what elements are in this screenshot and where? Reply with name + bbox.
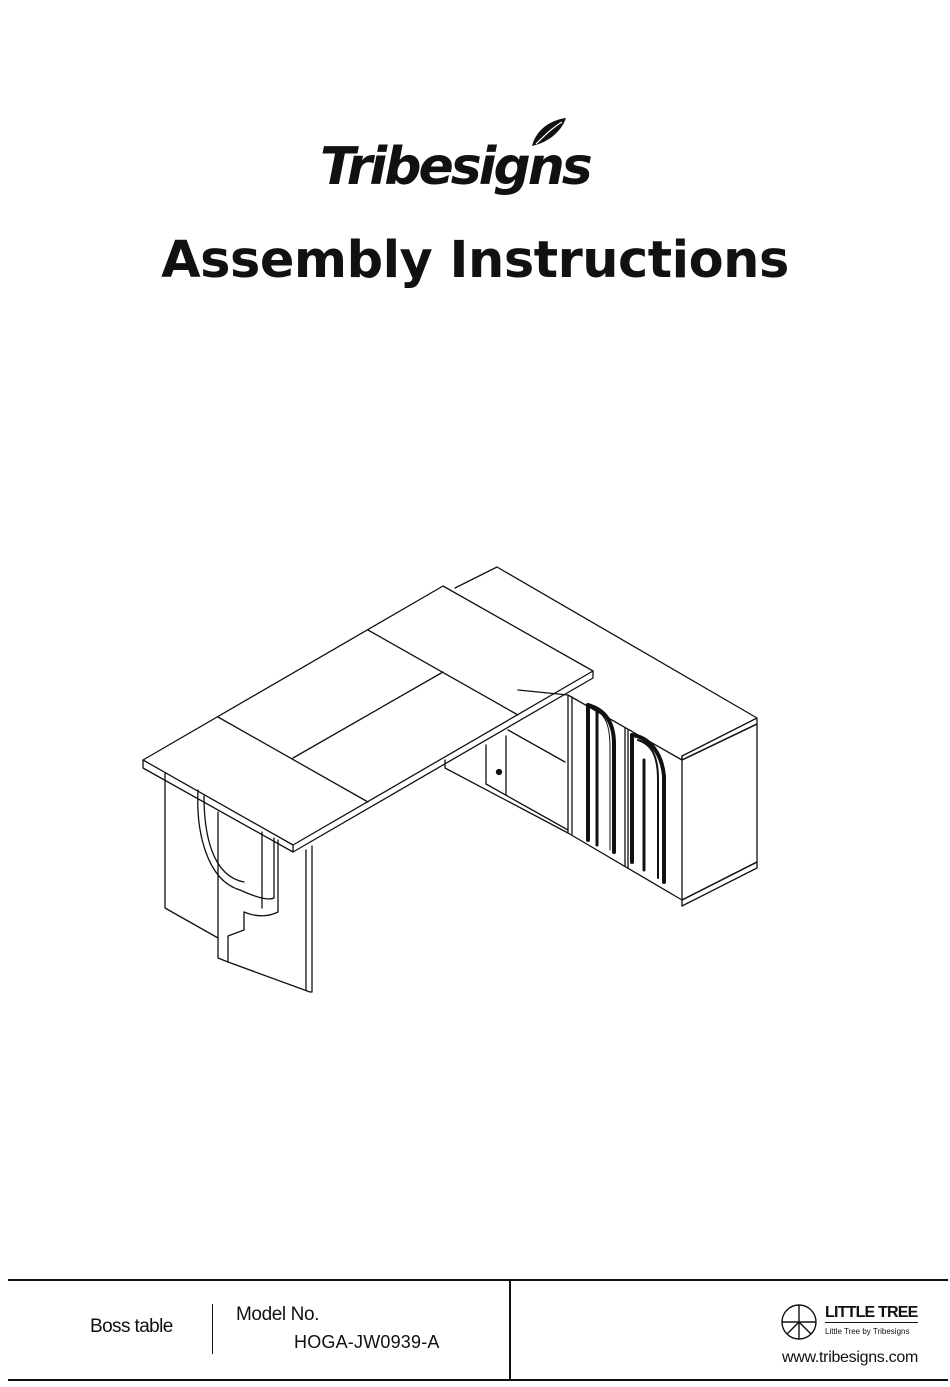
- footer-inner-divider: [212, 1304, 213, 1354]
- page-title: Assembly Instructions: [0, 226, 950, 296]
- model-label: Model No.: [236, 1304, 319, 1326]
- brand-logo: Tribesigns: [318, 116, 618, 196]
- product-illustration: [130, 555, 770, 1005]
- footer-top-rule: [8, 1279, 948, 1281]
- footer-bottom-rule: [8, 1379, 948, 1381]
- brand-logo-text: Tribesigns: [320, 137, 592, 196]
- sub-brand-name: LITTLE TREE: [825, 1304, 918, 1323]
- product-name: Boss table: [90, 1316, 173, 1338]
- sub-brand-logo: LITTLE TREE Little Tree by Tribesigns: [780, 1303, 940, 1343]
- website-url: www.tribesigns.com: [782, 1349, 918, 1367]
- tree-icon: [780, 1303, 818, 1341]
- sub-brand-tagline: Little Tree by Tribesigns: [825, 1327, 909, 1336]
- footer-divider: [509, 1280, 511, 1380]
- model-number: HOGA-JW0939-A: [294, 1332, 440, 1353]
